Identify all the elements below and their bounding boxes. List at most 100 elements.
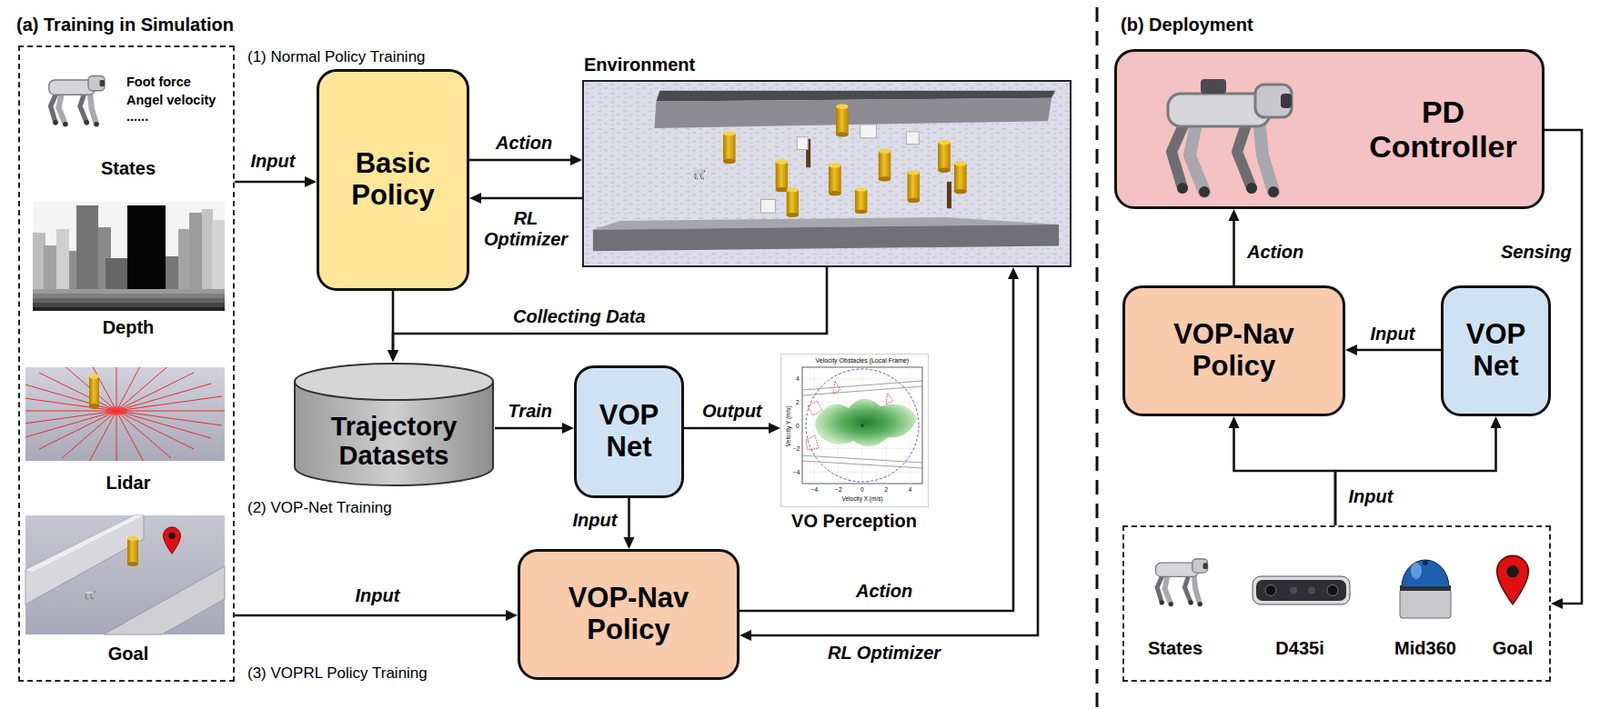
edge-label: Output xyxy=(700,401,765,423)
tick-label: −2 xyxy=(793,445,800,453)
connector xyxy=(1228,209,1240,286)
environment-render xyxy=(860,124,877,139)
goal-image xyxy=(25,515,225,635)
vo-plot xyxy=(802,379,923,473)
environment-render xyxy=(954,161,967,194)
lidar-image xyxy=(89,373,100,410)
depth-image xyxy=(32,289,225,294)
connector-line xyxy=(739,278,1014,612)
environment-render xyxy=(906,170,920,203)
sensor-icons xyxy=(1327,585,1339,597)
node-label: PD Controller xyxy=(1357,94,1530,164)
node-label: Depth xyxy=(55,317,202,339)
edge-label: Collecting Data xyxy=(511,306,648,328)
node-label: D435i xyxy=(1227,638,1373,660)
node-label: Basic Policy xyxy=(328,148,458,212)
lidar-image xyxy=(25,367,225,462)
vo-plot xyxy=(802,381,923,469)
goal-image xyxy=(25,515,144,573)
lidar-image xyxy=(7,356,226,466)
connector-line xyxy=(469,159,572,162)
tick-label: 2 xyxy=(795,399,800,406)
vo-plot xyxy=(805,435,819,451)
sensor-panel: StatesD435iMid360Goal xyxy=(1122,525,1551,683)
stage-caption: (3) VOPRL Policy Training xyxy=(247,664,428,684)
edge-label: Action xyxy=(854,581,915,603)
environment-render xyxy=(583,81,1070,266)
sensor-icons xyxy=(1256,580,1347,602)
arrow-head xyxy=(768,422,781,434)
depth-image xyxy=(201,209,213,290)
connector-line xyxy=(494,427,564,431)
network-box: VOP Net xyxy=(1440,285,1551,417)
edge-label: Input xyxy=(571,510,620,532)
arrow-head xyxy=(1345,344,1358,356)
environment-render xyxy=(937,140,951,173)
connector xyxy=(1228,416,1337,526)
text-stack: Basic Policy xyxy=(328,148,458,212)
sensor-icons xyxy=(1308,587,1316,595)
sensor-icons xyxy=(1497,555,1530,604)
edge-label: Train xyxy=(506,401,555,423)
environment-render xyxy=(835,103,849,137)
connector xyxy=(469,192,583,204)
vo-plot xyxy=(807,401,823,416)
environment-render xyxy=(654,98,1052,129)
edge-label: Input xyxy=(1347,486,1396,508)
tick-label: −2 xyxy=(835,486,842,494)
input-illustrations xyxy=(20,47,233,681)
vo-plot xyxy=(802,367,923,484)
depth-image xyxy=(32,232,46,290)
arrow-head xyxy=(1490,416,1502,429)
sensor-icons xyxy=(1289,587,1298,595)
node-label: Goal xyxy=(55,644,202,665)
vo-plot xyxy=(860,423,865,428)
environment-render xyxy=(946,181,952,209)
text-stack: VOP Net xyxy=(1447,319,1545,383)
axis-label: Velocity X (m/s) xyxy=(842,495,884,503)
plot-panel: VO Perception xyxy=(780,353,929,508)
edge-label: RL Optimizer xyxy=(478,208,574,251)
node-label: Angel velocity xyxy=(126,92,232,109)
connector-line xyxy=(1356,349,1441,353)
goal-image xyxy=(162,527,181,554)
node-label: Lidar xyxy=(55,472,202,494)
arrow-head xyxy=(1228,209,1240,222)
vo-plot xyxy=(815,398,917,447)
input-illustrations xyxy=(49,76,105,128)
goal-image xyxy=(25,515,225,635)
vo-plot xyxy=(781,354,929,508)
sensor-icons xyxy=(1155,559,1208,607)
sensor-icons xyxy=(1399,589,1451,619)
dashed-divider xyxy=(1096,7,1099,708)
connector xyxy=(387,291,399,363)
tick-label: 0 xyxy=(795,422,800,430)
environment-render xyxy=(855,187,868,214)
sensor-icons xyxy=(1410,563,1422,580)
node-label: VO Perception xyxy=(763,511,946,533)
vo-plot xyxy=(802,367,923,484)
arrow-head xyxy=(505,610,518,622)
depth-image xyxy=(211,220,225,290)
arrow-head xyxy=(1007,267,1019,280)
depth-image xyxy=(32,293,225,299)
arrow-head xyxy=(1550,598,1563,610)
depth-image xyxy=(32,307,225,312)
connector-line xyxy=(627,498,631,539)
robot-photo xyxy=(1167,84,1292,198)
connector xyxy=(739,267,1038,642)
arrow-head xyxy=(623,537,635,550)
text-stack: VOP Net xyxy=(580,400,678,463)
connector xyxy=(739,267,1019,612)
depth-image xyxy=(189,212,202,290)
arrow-head xyxy=(562,422,574,434)
process-box: Basic Policy xyxy=(316,69,470,292)
environment-render xyxy=(761,199,776,213)
depth-image xyxy=(32,201,225,312)
connector xyxy=(494,422,574,434)
arrow-head xyxy=(387,350,399,363)
connector-line xyxy=(234,181,306,184)
goal-image xyxy=(127,536,139,567)
connector-line xyxy=(1232,220,1236,286)
node-label: VOP-Nav Policy xyxy=(1143,319,1325,383)
